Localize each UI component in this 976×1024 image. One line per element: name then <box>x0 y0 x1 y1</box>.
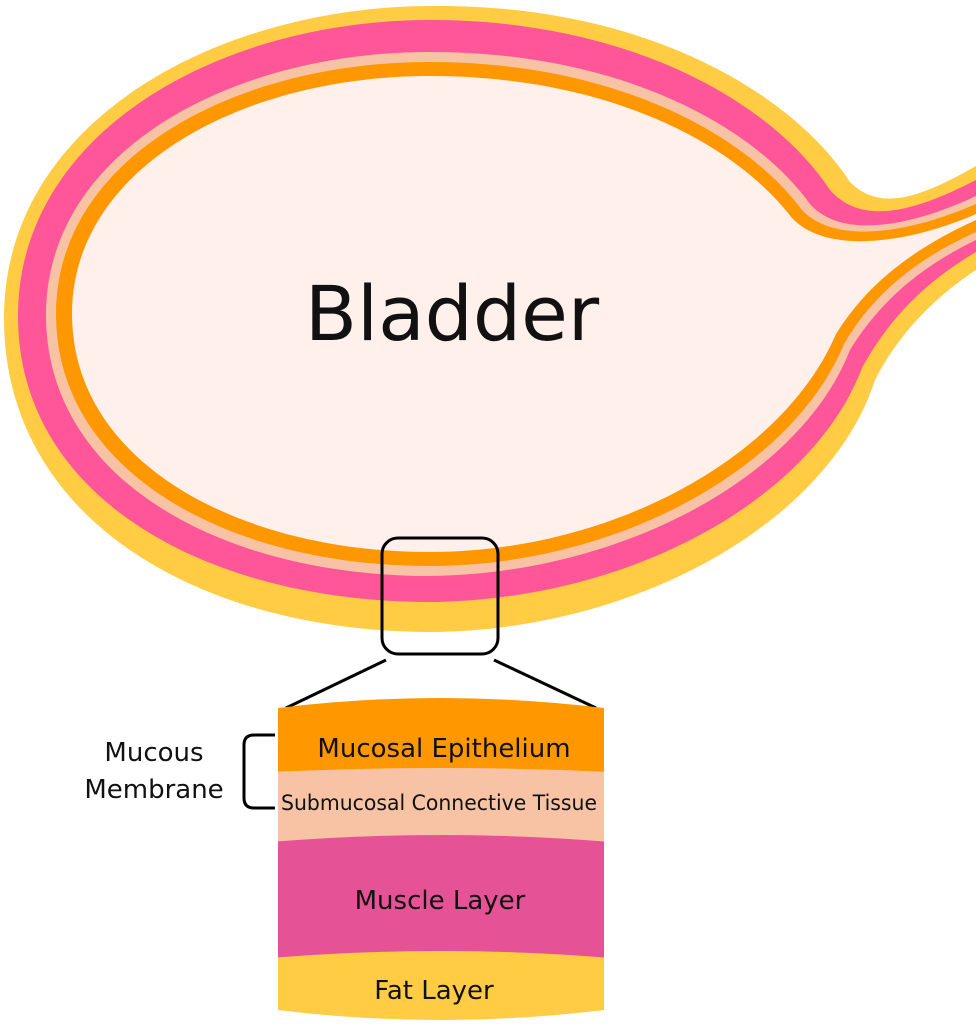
layer-cross-section <box>278 698 604 1020</box>
bladder-wall <box>4 5 976 633</box>
magnify-box <box>380 536 500 656</box>
layer-label-muscle: Muscle Layer <box>355 886 526 916</box>
slab-epithelium <box>278 698 604 780</box>
layer-label-epithelium: Mucosal Epithelium <box>317 734 570 764</box>
layer-label-fat: Fat Layer <box>374 976 494 1006</box>
bladder-title: Bladder <box>305 269 600 358</box>
slab-muscle <box>278 835 604 962</box>
layer-label-submucosa: Submucosal Connective Tissue <box>281 791 597 815</box>
bracket-label-line2: Membrane <box>84 775 223 805</box>
slab-fat <box>278 951 604 1020</box>
zoom-line-right <box>493 658 597 710</box>
slab-submucosa <box>278 768 604 850</box>
bladder-lumen <box>72 76 976 552</box>
bracket-label-line1: Mucous <box>104 738 203 768</box>
zoom-line-left <box>285 658 387 710</box>
mucous-membrane-bracket <box>242 733 275 810</box>
